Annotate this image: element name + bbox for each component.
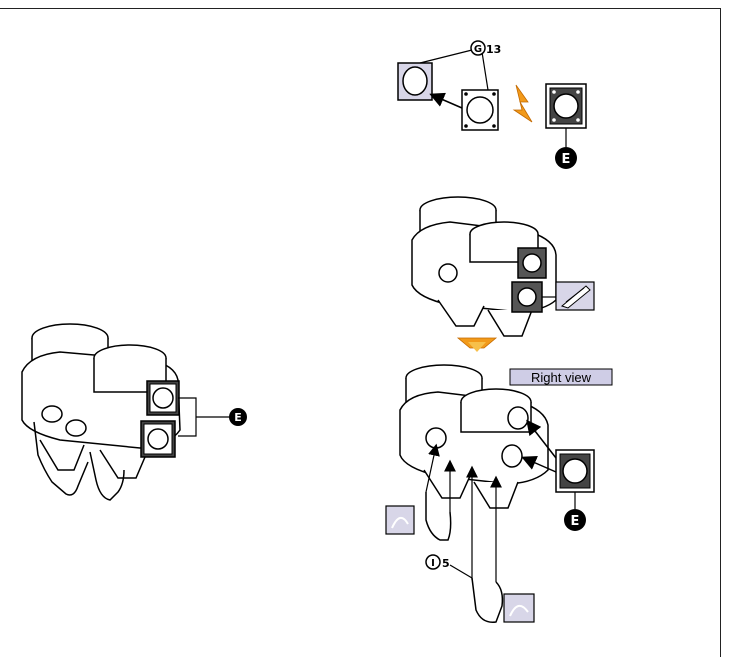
flange-arrow-upper [526, 419, 557, 459]
down-arrow-tip [468, 342, 486, 352]
gasket-sheet [397, 62, 433, 101]
bottom-flange-e: E [555, 449, 595, 531]
chain-arrow-1 [425, 443, 440, 493]
left-flange-lower [140, 420, 176, 458]
knife-icon [555, 281, 595, 311]
part-i-letter: I [431, 558, 435, 569]
gasket-arrow [429, 92, 463, 109]
bottom-chain-left [425, 492, 452, 541]
frame-top-border [0, 8, 720, 9]
part-g-letter: G [474, 44, 482, 55]
frame-right-border [720, 8, 721, 657]
left-callout-e: E [178, 397, 247, 437]
left-part-e-label: E [234, 411, 242, 424]
left-chain-1 [33, 421, 89, 496]
middle-flange-upper [517, 247, 547, 279]
flange-arrow-lower [521, 455, 557, 473]
callout-g13: G 13 [419, 40, 501, 91]
orange-arrow-icon [512, 84, 533, 123]
middle-flange-lower [511, 281, 543, 313]
bottom-chain-right [471, 577, 504, 623]
callout-i5: I 5 [425, 554, 473, 579]
hook-icon-left [385, 505, 415, 535]
part-g-qty: 13 [486, 43, 501, 56]
bottom-hopper [399, 364, 549, 509]
hook-icon-right [503, 593, 535, 623]
top-part-e-label: E [562, 152, 571, 167]
bottom-part-e-label: E [571, 514, 580, 529]
right-view-text: Right view [531, 370, 592, 385]
right-view-label: Right view [509, 368, 613, 386]
left-flange-upper [146, 380, 180, 416]
flange-plate-top [461, 89, 499, 131]
flange-assembled-e: E [545, 83, 587, 169]
left-chain-2 [89, 451, 125, 501]
part-i-qty: 5 [442, 557, 450, 570]
